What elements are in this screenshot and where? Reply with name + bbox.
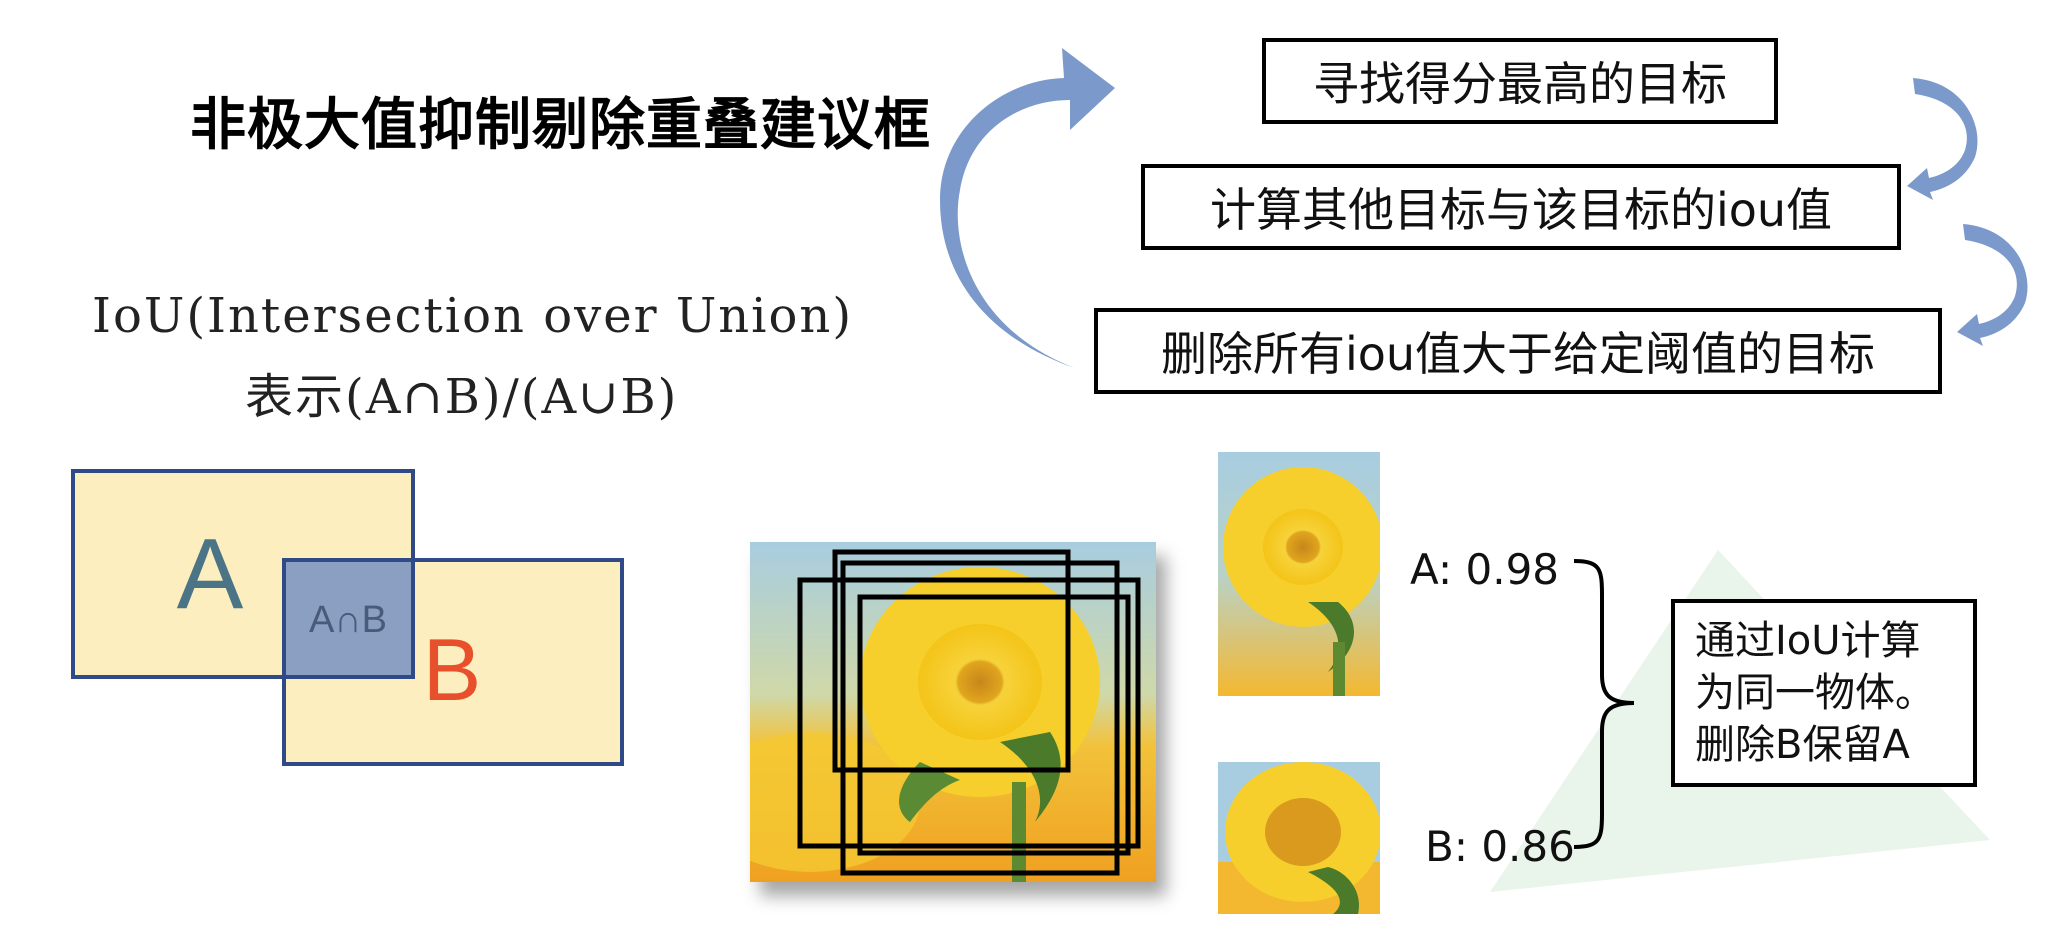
step-compute-iou: 计算其他目标与该目标的iou值 — [1141, 164, 1901, 250]
conclusion-box: 通过IoU计算 为同一物体。 删除B保留A — [1671, 599, 1977, 787]
label-intersection: A∩B — [309, 599, 387, 641]
sunflower-photo-with-boxes — [750, 542, 1156, 882]
down-arrow-icon-2 — [1957, 224, 2028, 346]
conclusion-line2: 为同一物体。 — [1695, 670, 1935, 716]
down-arrow-icon-1 — [1907, 78, 1978, 200]
label-a: A — [177, 518, 244, 630]
score-label-b: B: 0.86 — [1425, 822, 1575, 871]
conclusion-line1: 通过IoU计算 — [1695, 618, 1921, 664]
cycle-arrow-icon — [940, 48, 1115, 370]
step-remove-above-threshold: 删除所有iou值大于给定阈值的目标 — [1094, 308, 1942, 394]
conclusion-line3: 删除B保留A — [1695, 722, 1910, 768]
curly-brace-icon — [1573, 559, 1635, 849]
step-find-highest-score: 寻找得分最高的目标 — [1262, 38, 1778, 124]
crop-b-photo — [1218, 762, 1380, 914]
iou-venn-diagram: A B A∩B — [71, 469, 624, 766]
iou-definition-line1: IoU(Intersection over Union) — [92, 288, 854, 344]
score-label-a: A: 0.98 — [1410, 545, 1560, 594]
slide-title: 非极大值抑制剔除重叠建议框 — [190, 93, 931, 158]
intersection-region — [282, 558, 415, 679]
label-b: B — [423, 620, 482, 719]
crop-a-photo — [1218, 452, 1380, 696]
proposal-boxes — [797, 549, 1141, 876]
iou-definition-line2: 表示(A∩B)/(A∪B) — [245, 369, 679, 425]
